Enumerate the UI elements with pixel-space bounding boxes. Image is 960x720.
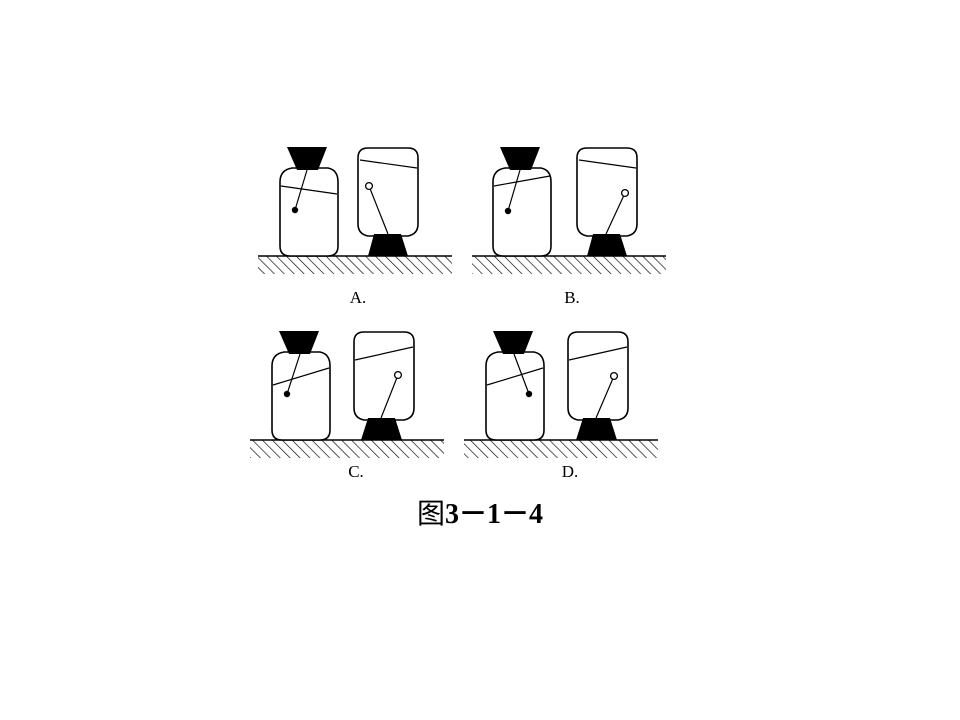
stopper-d-right [576,418,617,440]
ground-a [258,255,452,274]
figure-caption: 图3－1－4 [0,492,960,532]
right-bottle-a [357,147,419,256]
stopper-d-left [493,331,533,354]
string-b-right [605,192,626,235]
panel-b [472,147,666,274]
caption-prefix: 图 [416,497,445,530]
stopper-c-left [279,331,319,354]
water-level-d-left [486,367,544,386]
panel-label-b: B. [564,288,580,307]
left-bottle-c [271,331,331,441]
right-bottle-c [353,331,415,440]
water-level-c-right [354,346,414,361]
water-level-a-right [359,159,418,169]
panel-label-c: C. [348,462,364,481]
left-bottle-d [485,331,545,441]
water-level-d-right [568,346,628,361]
stopper-a-left [287,147,327,170]
ball-d-left [525,390,533,398]
water-level-b-left [493,175,551,187]
water-level-b-right [578,159,637,169]
panel-label-d: D. [561,462,579,481]
stopper-b-right [587,234,627,256]
ball-a-right [364,181,374,191]
string-b-left [507,169,521,212]
ball-a-left [291,206,299,214]
panel-d [464,331,658,458]
water-level-a-left [280,185,338,195]
ground-b [472,255,666,274]
caption-number: 3－1－4 [445,499,544,530]
right-bottle-d [567,331,629,440]
panel-label-a: A. [349,288,367,307]
panel-c [250,331,444,458]
ball-b-left [504,207,512,215]
panel-a [258,147,452,274]
ball-c-left [283,390,291,398]
ball-b-right [620,188,630,198]
left-bottle-a [279,147,339,257]
left-bottle-b [492,147,552,257]
right-bottle-b [576,147,638,256]
string-a-right [368,185,389,235]
stopper-c-right [361,418,402,440]
stopper-a-right [368,234,408,256]
string-c-left [286,353,301,395]
string-d-left [513,353,530,395]
string-a-left [294,169,308,211]
ball-c-right [393,370,403,380]
water-level-c-left [272,367,330,386]
string-d-right [595,375,615,419]
ball-d-right [609,371,619,381]
stopper-b-left [500,147,540,170]
ground-c [250,439,444,458]
string-c-right [380,374,399,419]
ground-d [464,439,658,458]
